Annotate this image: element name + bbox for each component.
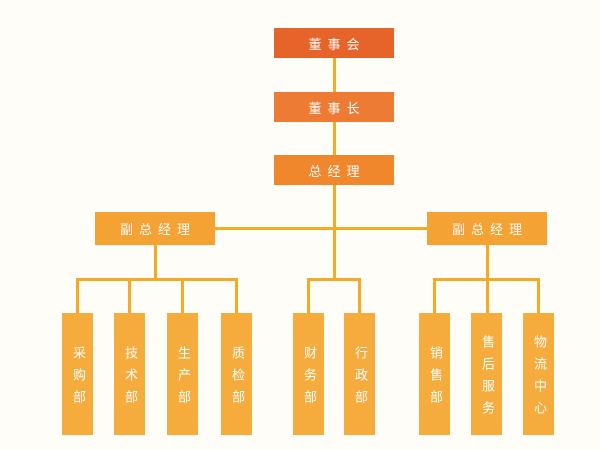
connector-stub (181, 278, 184, 313)
org-node-dept-shengchan: 生产部 (167, 313, 198, 435)
connector-deputy-right-drop (485, 245, 489, 281)
connector-stub (485, 278, 489, 313)
org-node-dept-wuliu: 物流中心 (523, 313, 554, 435)
org-node-label: 财务部 (301, 345, 316, 412)
connector-stub (433, 278, 436, 313)
connector-stub (537, 278, 540, 313)
org-node-dept-xingzheng: 行政部 (344, 313, 375, 435)
org-node-board: 董事会 (274, 28, 394, 58)
org-node-label: 总经理 (308, 164, 366, 180)
org-node-label: 技术部 (122, 345, 137, 412)
connector-stub (235, 278, 238, 313)
connector-deputies-horizontal (215, 227, 428, 230)
connector-stub (76, 278, 79, 313)
connector-chairman-gm (332, 122, 336, 155)
org-node-dept-caigou: 采购部 (62, 313, 93, 435)
org-node-dept-zhijian: 质检部 (221, 313, 252, 435)
connector-stub (358, 278, 361, 313)
org-node-label: 采购部 (70, 345, 85, 412)
org-node-dept-shouhou: 售后服务 (471, 313, 502, 435)
connector-gm-trunk (332, 185, 336, 281)
connector-stub (307, 278, 310, 313)
org-node-label: 董事长 (308, 101, 366, 117)
org-node-dept-xiaoshou: 销售部 (419, 313, 450, 435)
org-node-deputy-right: 副总经理 (427, 212, 547, 245)
org-node-label: 行政部 (352, 345, 367, 412)
org-node-label: 售后服务 (479, 334, 494, 423)
connector-deputy-left-drop (153, 245, 157, 281)
org-node-deputy-left: 副总经理 (95, 212, 215, 245)
connector-board-chairman (332, 58, 336, 92)
connector-middle-group-horizontal (307, 278, 361, 281)
org-node-label: 质检部 (229, 345, 244, 412)
org-node-dept-caiwu: 财务部 (293, 313, 324, 435)
org-node-label: 董事会 (308, 37, 366, 53)
org-node-chairman: 董事长 (274, 92, 394, 122)
org-node-label: 物流中心 (531, 334, 546, 423)
org-node-general-manager: 总经理 (274, 155, 394, 185)
org-node-dept-jishu: 技术部 (114, 313, 145, 435)
org-node-label: 副总经理 (451, 223, 528, 238)
org-node-label: 销售部 (427, 345, 442, 412)
connector-left-group-horizontal (76, 278, 238, 281)
org-node-label: 生产部 (175, 345, 190, 412)
connector-stub (128, 278, 131, 313)
org-node-label: 副总经理 (119, 223, 196, 238)
